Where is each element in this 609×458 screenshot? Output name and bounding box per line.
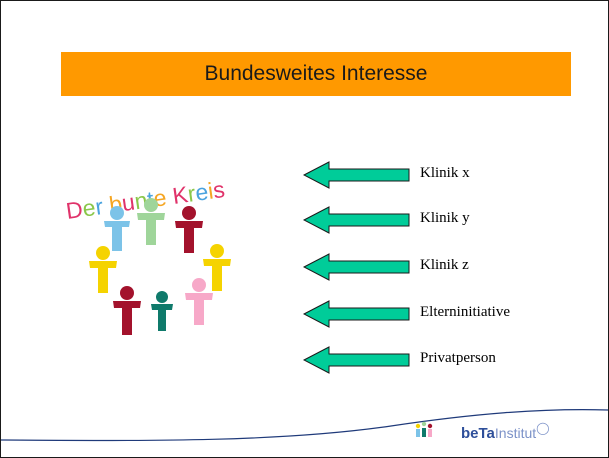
title-bar: Bundesweites Interesse	[61, 52, 571, 96]
der-bunte-kreis-logo: Der bunte Kreis	[64, 176, 231, 335]
list-item-1: Klinik x	[303, 160, 563, 190]
figure-red-top	[175, 206, 203, 253]
mini-logo-icon	[415, 421, 433, 437]
figure-group	[89, 198, 231, 335]
list-item-label: Klinik y	[420, 210, 470, 226]
brand-bold-text: beTa	[461, 425, 495, 442]
figure-yellow-right	[203, 244, 231, 291]
list-item-label: Privatperson	[420, 350, 496, 366]
list-item-5: Privatperson	[303, 345, 563, 375]
arrow-left-icon	[303, 206, 410, 234]
arrow-left-icon	[303, 346, 410, 374]
figure-green	[137, 198, 165, 245]
figure-yellow-left	[89, 246, 117, 293]
beta-institut-logo: beTaInstitut◯	[461, 421, 550, 442]
arrow-left-icon	[303, 161, 410, 189]
figure-red-bottom	[113, 286, 141, 335]
brand-rest-text: Institut	[494, 425, 537, 441]
arrow-left-icon	[303, 300, 410, 328]
slide-title: Bundesweites Interesse	[204, 62, 428, 85]
footer-curve	[1, 409, 608, 442]
list-item-label: Klinik x	[420, 165, 470, 181]
figure-blue	[104, 206, 130, 251]
brand-mark-icon: ◯	[536, 421, 550, 435]
list-item-4: Elterninitiative	[303, 299, 563, 329]
list-item-3: Klinik z	[303, 252, 563, 282]
list-item-2: Klinik y	[303, 205, 563, 235]
arrow-left-icon	[303, 253, 410, 281]
figure-pink	[185, 278, 213, 325]
list-item-label: Elterninitiative	[420, 304, 510, 320]
figure-teal	[151, 291, 173, 331]
list-item-label: Klinik z	[420, 257, 469, 273]
